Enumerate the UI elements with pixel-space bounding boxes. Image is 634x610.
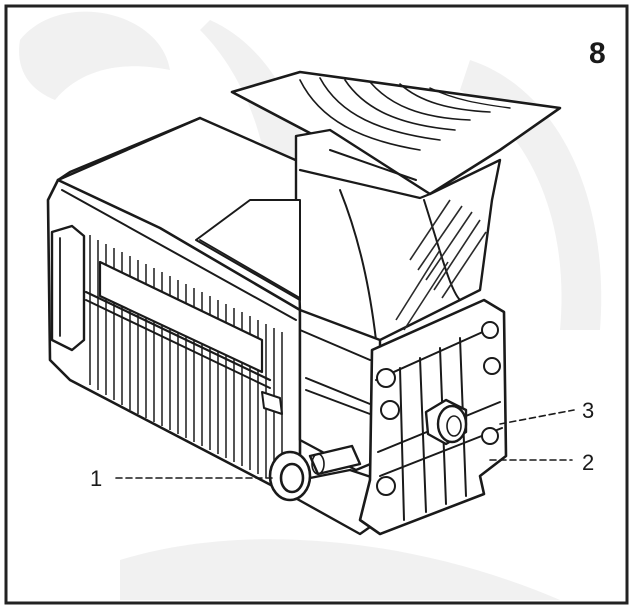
figure-frame — [4, 4, 629, 605]
hopper — [195, 70, 562, 342]
housing — [46, 116, 312, 497]
middle-block — [288, 308, 382, 536]
hopper-shading — [395, 199, 487, 331]
callout-2: 2 — [489, 450, 594, 475]
callout-1: 1 — [90, 466, 277, 491]
cutter-plate — [358, 298, 508, 536]
callout-label-2: 2 — [582, 450, 594, 475]
adjustment-knob — [268, 444, 362, 502]
callout-label-3: 3 — [582, 398, 594, 423]
callout-label-1: 1 — [90, 466, 102, 491]
figure-number: 8 — [589, 37, 606, 70]
callout-3: 3 — [499, 398, 594, 425]
